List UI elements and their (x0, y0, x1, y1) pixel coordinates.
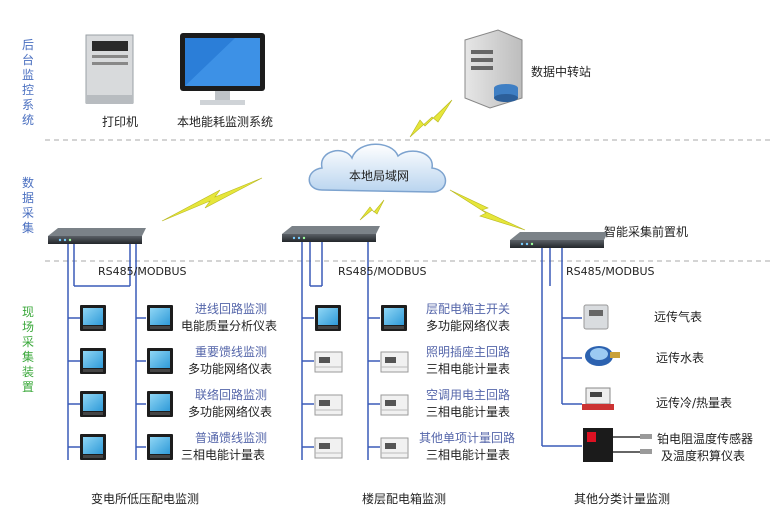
data-relay-label: 数据中转站 (531, 65, 592, 79)
monitor-icon (180, 33, 265, 105)
wireless-link-icons (161, 99, 526, 231)
col3-item-label: 远传冷/热量表 (656, 396, 733, 410)
printer-icon (85, 34, 134, 104)
col2-item-title: 层配电箱主开关 (426, 302, 511, 316)
side-label-data-collection: 数据采集 (21, 176, 34, 235)
printer-label: 打印机 (102, 115, 139, 129)
side-label-backend: 后台监控系统 (21, 38, 34, 127)
local-monitor-label: 本地能耗监测系统 (177, 115, 274, 129)
lan-cloud-icon (308, 143, 447, 193)
front-unit-label: 智能采集前置机 (604, 225, 689, 239)
col3-item-label: 远传气表 (654, 310, 703, 324)
col1-item-sub: 电能质量分析仪表 (181, 319, 278, 333)
bus-label-1: RS485/MODBUS (98, 265, 187, 278)
col3-sensor-line2: 及温度积算仪表 (661, 449, 746, 463)
bus-label-3: RS485/MODBUS (566, 265, 655, 278)
col3-wiring (541, 248, 582, 447)
col2-meters (314, 305, 409, 459)
col1-item-title: 联络回路监测 (195, 388, 268, 402)
col2-item-sub: 三相电能计量表 (426, 448, 511, 462)
server-icon (464, 29, 523, 109)
col3-footer: 其他分类计量监测 (574, 492, 671, 506)
lan-label: 本地局域网 (349, 169, 410, 183)
col1-item-title: 重要馈线监测 (195, 345, 268, 359)
side-label-field-collection: 现场采集装置 (21, 305, 34, 394)
temperature-meter-icon (583, 428, 652, 462)
col2-item-sub: 三相电能计量表 (426, 362, 511, 376)
col2-item-title: 其他单项计量回路 (419, 431, 516, 445)
col2-footer: 楼层配电箱监测 (362, 492, 447, 506)
col2-wiring (301, 242, 380, 460)
gas-meter-icon (583, 304, 609, 330)
col2-item-title: 照明插座主回路 (426, 345, 511, 359)
col1-item-title: 普通馈线监测 (195, 431, 268, 445)
col1-item-sub: 多功能网络仪表 (188, 405, 273, 419)
col1-item-sub: 多功能网络仪表 (188, 362, 273, 376)
bus-label-2: RS485/MODBUS (338, 265, 427, 278)
separators (45, 139, 770, 262)
col1-footer: 变电所低压配电监测 (91, 492, 200, 506)
heat-meter-icon (582, 387, 614, 410)
col3-item-label: 远传水表 (656, 351, 705, 365)
col1-item-sub: 三相电能计量表 (181, 448, 266, 462)
col2-item-sub: 三相电能计量表 (426, 405, 511, 419)
col1-wiring (67, 244, 146, 460)
col1-meters (80, 305, 173, 460)
water-meter-icon (585, 346, 620, 366)
col1-item-title: 进线回路监测 (195, 302, 268, 316)
col2-item-title: 空调用电主回路 (426, 388, 511, 402)
col3-sensor-line1: 铂电阻温度传感器 (657, 432, 754, 446)
col2-item-sub: 多功能网络仪表 (426, 319, 511, 333)
